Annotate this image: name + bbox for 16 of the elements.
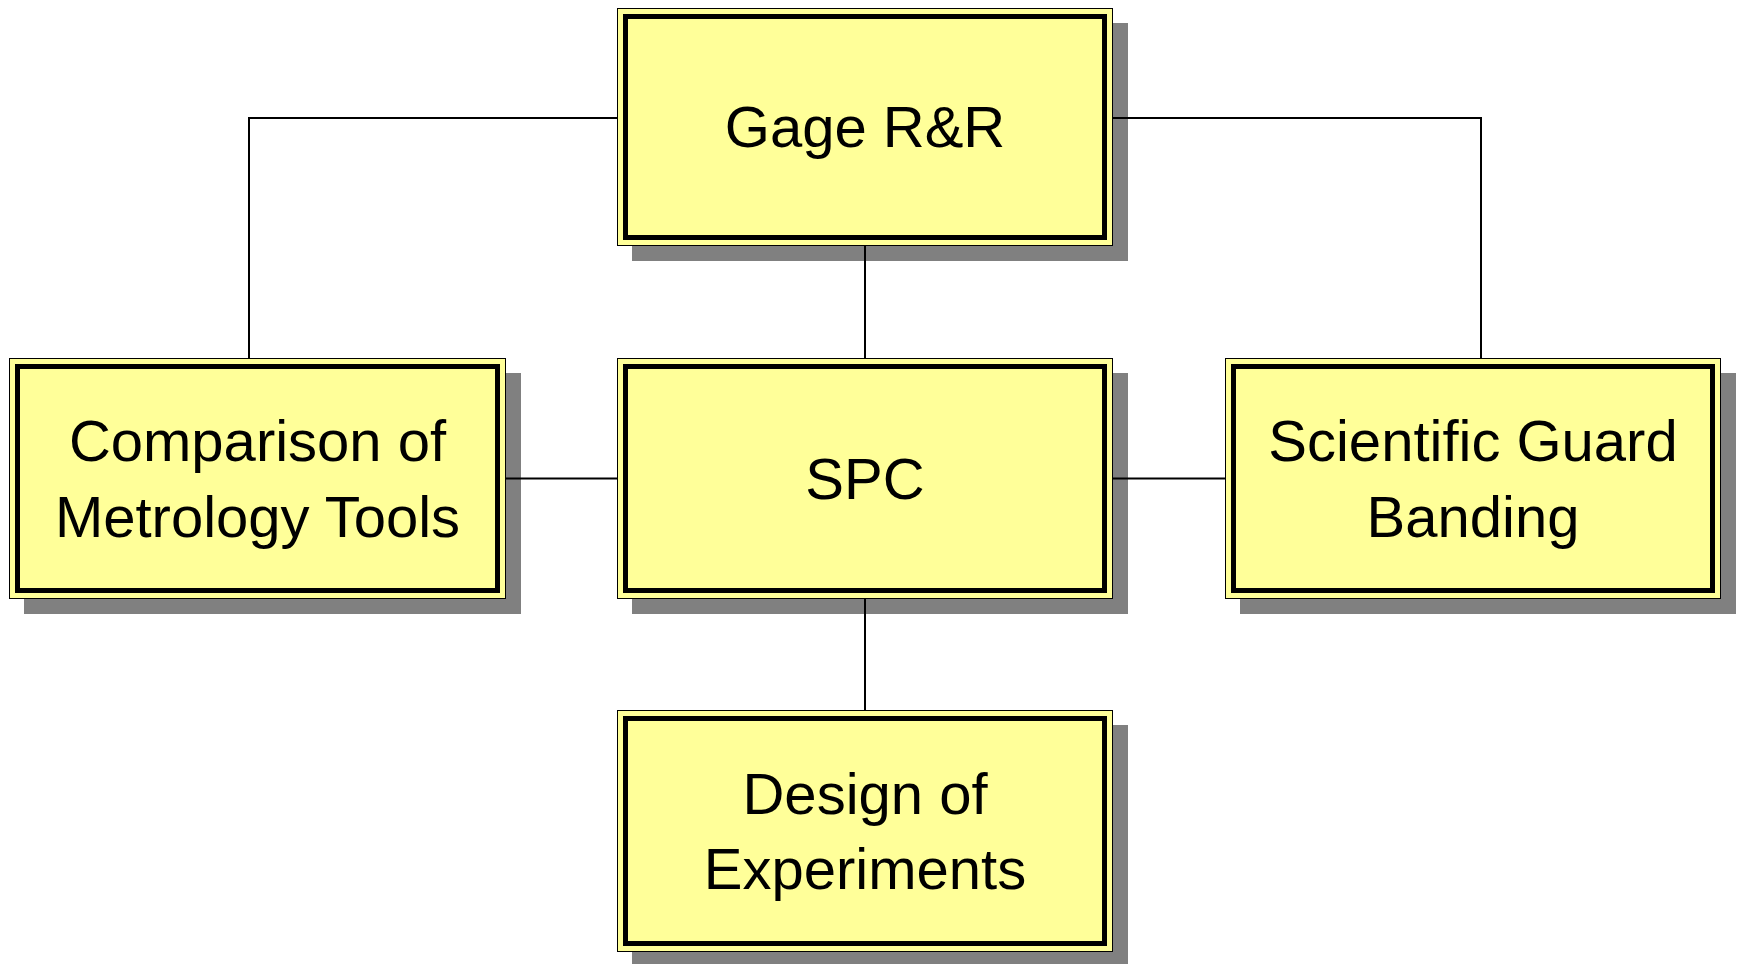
process-box: [617, 358, 1113, 599]
connector-line: [864, 598, 866, 711]
connector-line: [505, 477, 618, 480]
process-box: [9, 358, 506, 599]
process-box: [617, 710, 1113, 952]
box-label: Comparison of Metrology Tools: [53, 407, 462, 551]
connector-line: [864, 245, 866, 359]
connector-line: [1112, 117, 1482, 359]
process-box: [617, 8, 1113, 246]
process-box: [1225, 358, 1721, 599]
box-label: Gage R&R: [724, 93, 1006, 162]
connector-line: [248, 117, 618, 359]
box-label: SPC: [805, 444, 925, 513]
box-label: Scientific Guard Banding: [1267, 407, 1679, 551]
connector-line: [1112, 477, 1226, 480]
box-label: Design of Experiments: [702, 759, 1028, 903]
